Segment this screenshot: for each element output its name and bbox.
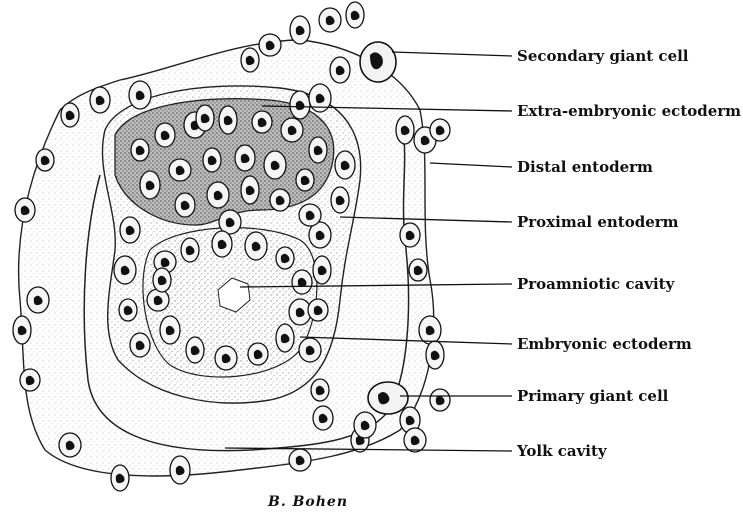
artist-signature: B. Bohen [267,494,348,510]
label-proamniotic-cavity: Proamniotic cavity [517,275,676,293]
secondary-giant-cell [360,42,396,82]
leader-distal-entoderm [430,163,512,167]
label-primary-giant-cell: Primary giant cell [517,387,669,405]
label-embryonic-ectoderm: Embryonic ectoderm [517,335,692,353]
label-extra-embryonic-ectoderm: Extra-embryonic ectoderm [517,102,741,120]
primary-giant-cell [368,382,408,414]
label-proximal-entoderm: Proximal entoderm [517,213,679,231]
label-secondary-giant-cell: Secondary giant cell [517,47,689,65]
label-distal-entoderm: Distal entoderm [517,158,653,176]
leader-secondary-giant-cell [392,52,512,56]
label-yolk-cavity: Yolk cavity [516,442,608,460]
